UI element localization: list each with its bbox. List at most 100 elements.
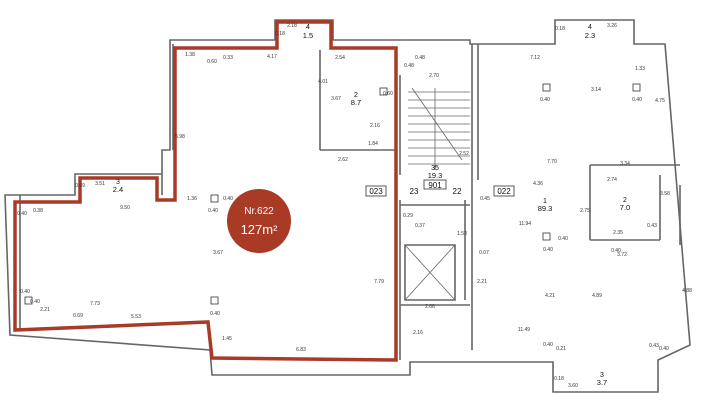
- building-walls: [4, 19, 691, 393]
- room-area: 8.7: [351, 98, 361, 107]
- dim-label: 3.60: [568, 383, 578, 389]
- dim-label: 0.38: [33, 208, 43, 214]
- dim-label: 4.21: [545, 293, 555, 299]
- room-area: 2.3: [585, 31, 595, 40]
- dim-label: 0.40: [659, 346, 669, 352]
- dim-label: 0.40: [558, 236, 568, 242]
- dim-label: 4.36: [533, 181, 543, 187]
- dim-label: 3.72: [617, 252, 627, 258]
- dim-label: 0.48: [415, 55, 425, 61]
- apartment-badge[interactable]: Nr.622 127m²: [227, 189, 291, 253]
- dim-label: 0.21: [556, 346, 566, 352]
- dim-label: 0.40: [543, 247, 553, 253]
- apartment-outline: [13, 20, 398, 362]
- dim-label: 3.34: [620, 161, 630, 167]
- tag-023: 023: [369, 187, 383, 196]
- dim-label: 7.79: [374, 279, 384, 285]
- dim-label: 2.54: [335, 55, 345, 61]
- dim-label: 1.53: [457, 231, 467, 237]
- dim-label: 0.07: [479, 250, 489, 256]
- dimension-labels: 2.18 0.18 1.38 0.60 0.33 4.17 2.54 0.48 …: [17, 23, 692, 389]
- dim-label: 0.40: [17, 211, 27, 217]
- dim-label: 0.40: [540, 97, 550, 103]
- dim-label: 0.18: [275, 31, 285, 37]
- dim-label: 0.40: [543, 342, 553, 348]
- dim-label: 2.18: [287, 23, 297, 29]
- dim-label: 1.84: [368, 141, 378, 147]
- dim-label: 3.67: [213, 250, 223, 256]
- dim-label: 3.26: [607, 23, 617, 29]
- dim-label: 4.75: [655, 98, 665, 104]
- room-area: 89.3: [538, 204, 553, 213]
- dim-label: 2.66: [425, 304, 435, 310]
- dim-label: 7.12: [530, 55, 540, 61]
- dim-label: 2.16: [370, 123, 380, 129]
- dim-label: 0.43: [647, 223, 657, 229]
- room-number: 3: [116, 179, 120, 186]
- dim-label: 3.67: [331, 96, 341, 102]
- tag-23: 23: [410, 187, 419, 196]
- dim-label: 0.60: [207, 59, 217, 65]
- dim-label: 0.48: [404, 63, 414, 69]
- dim-label: 3.58: [660, 191, 670, 197]
- dim-label: 1.33: [635, 66, 645, 72]
- dim-label: 2.74: [607, 177, 617, 183]
- room-area: 2.4: [113, 185, 123, 194]
- dim-label: 0.40: [210, 311, 220, 317]
- stair-treads: [408, 87, 470, 170]
- dim-label: 3.51: [95, 181, 105, 187]
- dim-label: 0.29: [403, 213, 413, 219]
- dim-label: 5.53: [131, 314, 141, 320]
- room-number: 4: [306, 24, 310, 31]
- dim-label: 0.60: [383, 91, 393, 97]
- room-number: 1: [543, 198, 547, 205]
- dim-label: 5.98: [175, 134, 185, 140]
- room-tags: 023 23 901 22 022: [365, 179, 515, 197]
- room-number: 2: [354, 92, 358, 99]
- room-number: 35: [431, 165, 439, 172]
- tag-22: 22: [453, 187, 462, 196]
- dim-label: 4.17: [267, 54, 277, 60]
- dim-label: 2.70: [429, 73, 439, 79]
- dim-label: 7.70: [547, 159, 557, 165]
- room-labels: 4 1.5 4 2.3 3 2.4 3 3.7 2 8.7 35 19.3 1 …: [113, 24, 630, 387]
- dim-label: 4.88: [682, 288, 692, 294]
- badge-number: Nr.622: [244, 206, 274, 217]
- room-number: 3: [600, 372, 604, 379]
- dim-label: 0.40: [611, 248, 621, 254]
- dim-label: 2.75: [580, 208, 590, 214]
- dim-label: 0.40: [223, 196, 233, 202]
- dim-label: 7.73: [90, 301, 100, 307]
- dim-label: 2.52: [459, 151, 469, 157]
- dim-label: 2.21: [477, 279, 487, 285]
- room-area: 1.5: [303, 31, 313, 40]
- room-area: 3.7: [597, 378, 607, 387]
- badge-area: 127m²: [241, 222, 279, 237]
- dim-label: 3.14: [591, 87, 601, 93]
- tag-901: 901: [428, 181, 442, 190]
- room-number: 2: [623, 197, 627, 204]
- dim-label: 9.50: [120, 205, 130, 211]
- dim-label: 1.45: [222, 336, 232, 342]
- dim-label: 0.69: [75, 183, 85, 189]
- dim-label: 0.18: [555, 26, 565, 32]
- dim-label: 1.36: [187, 196, 197, 202]
- room-area: 7.0: [620, 203, 630, 212]
- dim-label: 0.45: [480, 196, 490, 202]
- room-number: 4: [588, 24, 592, 31]
- dim-label: 0.40: [632, 97, 642, 103]
- column-markers: [24, 83, 641, 305]
- dim-label: 2.21: [40, 307, 50, 313]
- dim-label: 6.83: [296, 347, 306, 353]
- dim-label: 11.49: [518, 327, 530, 333]
- dim-label: 0.18: [554, 376, 564, 382]
- room-area: 19.3: [428, 171, 443, 180]
- dim-label: 0.43: [649, 343, 659, 349]
- dim-label: 0.37: [415, 223, 425, 229]
- dim-label: 2.16: [413, 330, 423, 336]
- dim-label: 0.69: [73, 313, 83, 319]
- dim-label: 2.35: [613, 230, 623, 236]
- dim-label: 0.40: [30, 299, 40, 305]
- dim-label: 4.89: [592, 293, 602, 299]
